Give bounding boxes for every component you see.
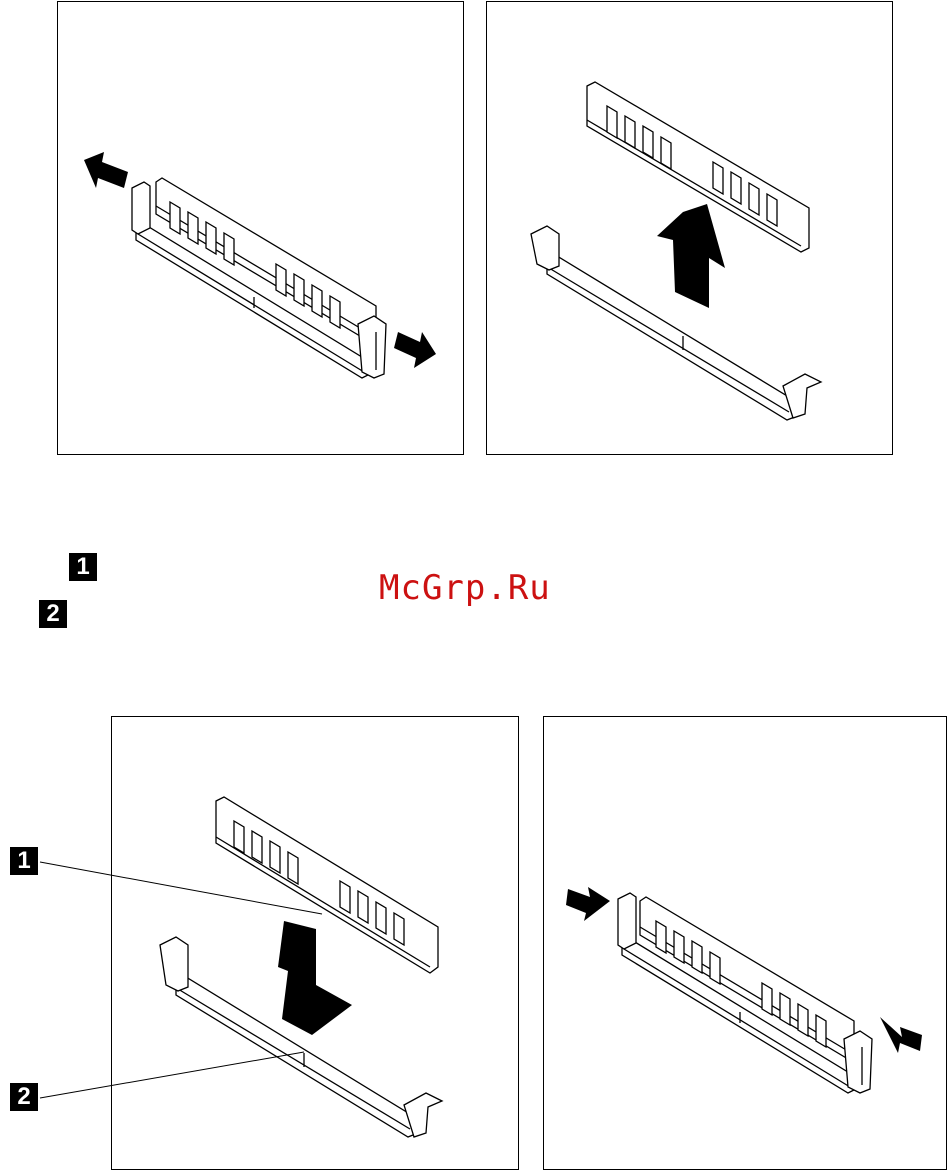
memory-insert-illustration (112, 717, 518, 1169)
arrow-up (657, 204, 725, 308)
callout-badge-notch: 1 (10, 847, 38, 875)
arrow-inward-left (566, 887, 610, 921)
figure-open-retaining-clips (57, 1, 464, 455)
arrow-outward-left (84, 152, 128, 188)
arrow-outward-right (394, 332, 436, 368)
arrow-inward-right (880, 1017, 922, 1053)
figure-press-module-down (543, 716, 947, 1170)
watermark: McGrp.Ru (379, 568, 551, 608)
memory-seat-illustration (544, 717, 946, 1169)
memory-removal-illustration (487, 2, 892, 454)
figure-remove-memory-module (486, 1, 893, 455)
legend-badge-2: 2 (39, 600, 67, 628)
figure-align-and-insert-module (111, 716, 519, 1170)
memory-slot-illustration (58, 2, 463, 454)
arrow-down (278, 921, 352, 1035)
legend-badge-1: 1 (69, 553, 97, 581)
callout-badge-key: 2 (10, 1083, 38, 1111)
